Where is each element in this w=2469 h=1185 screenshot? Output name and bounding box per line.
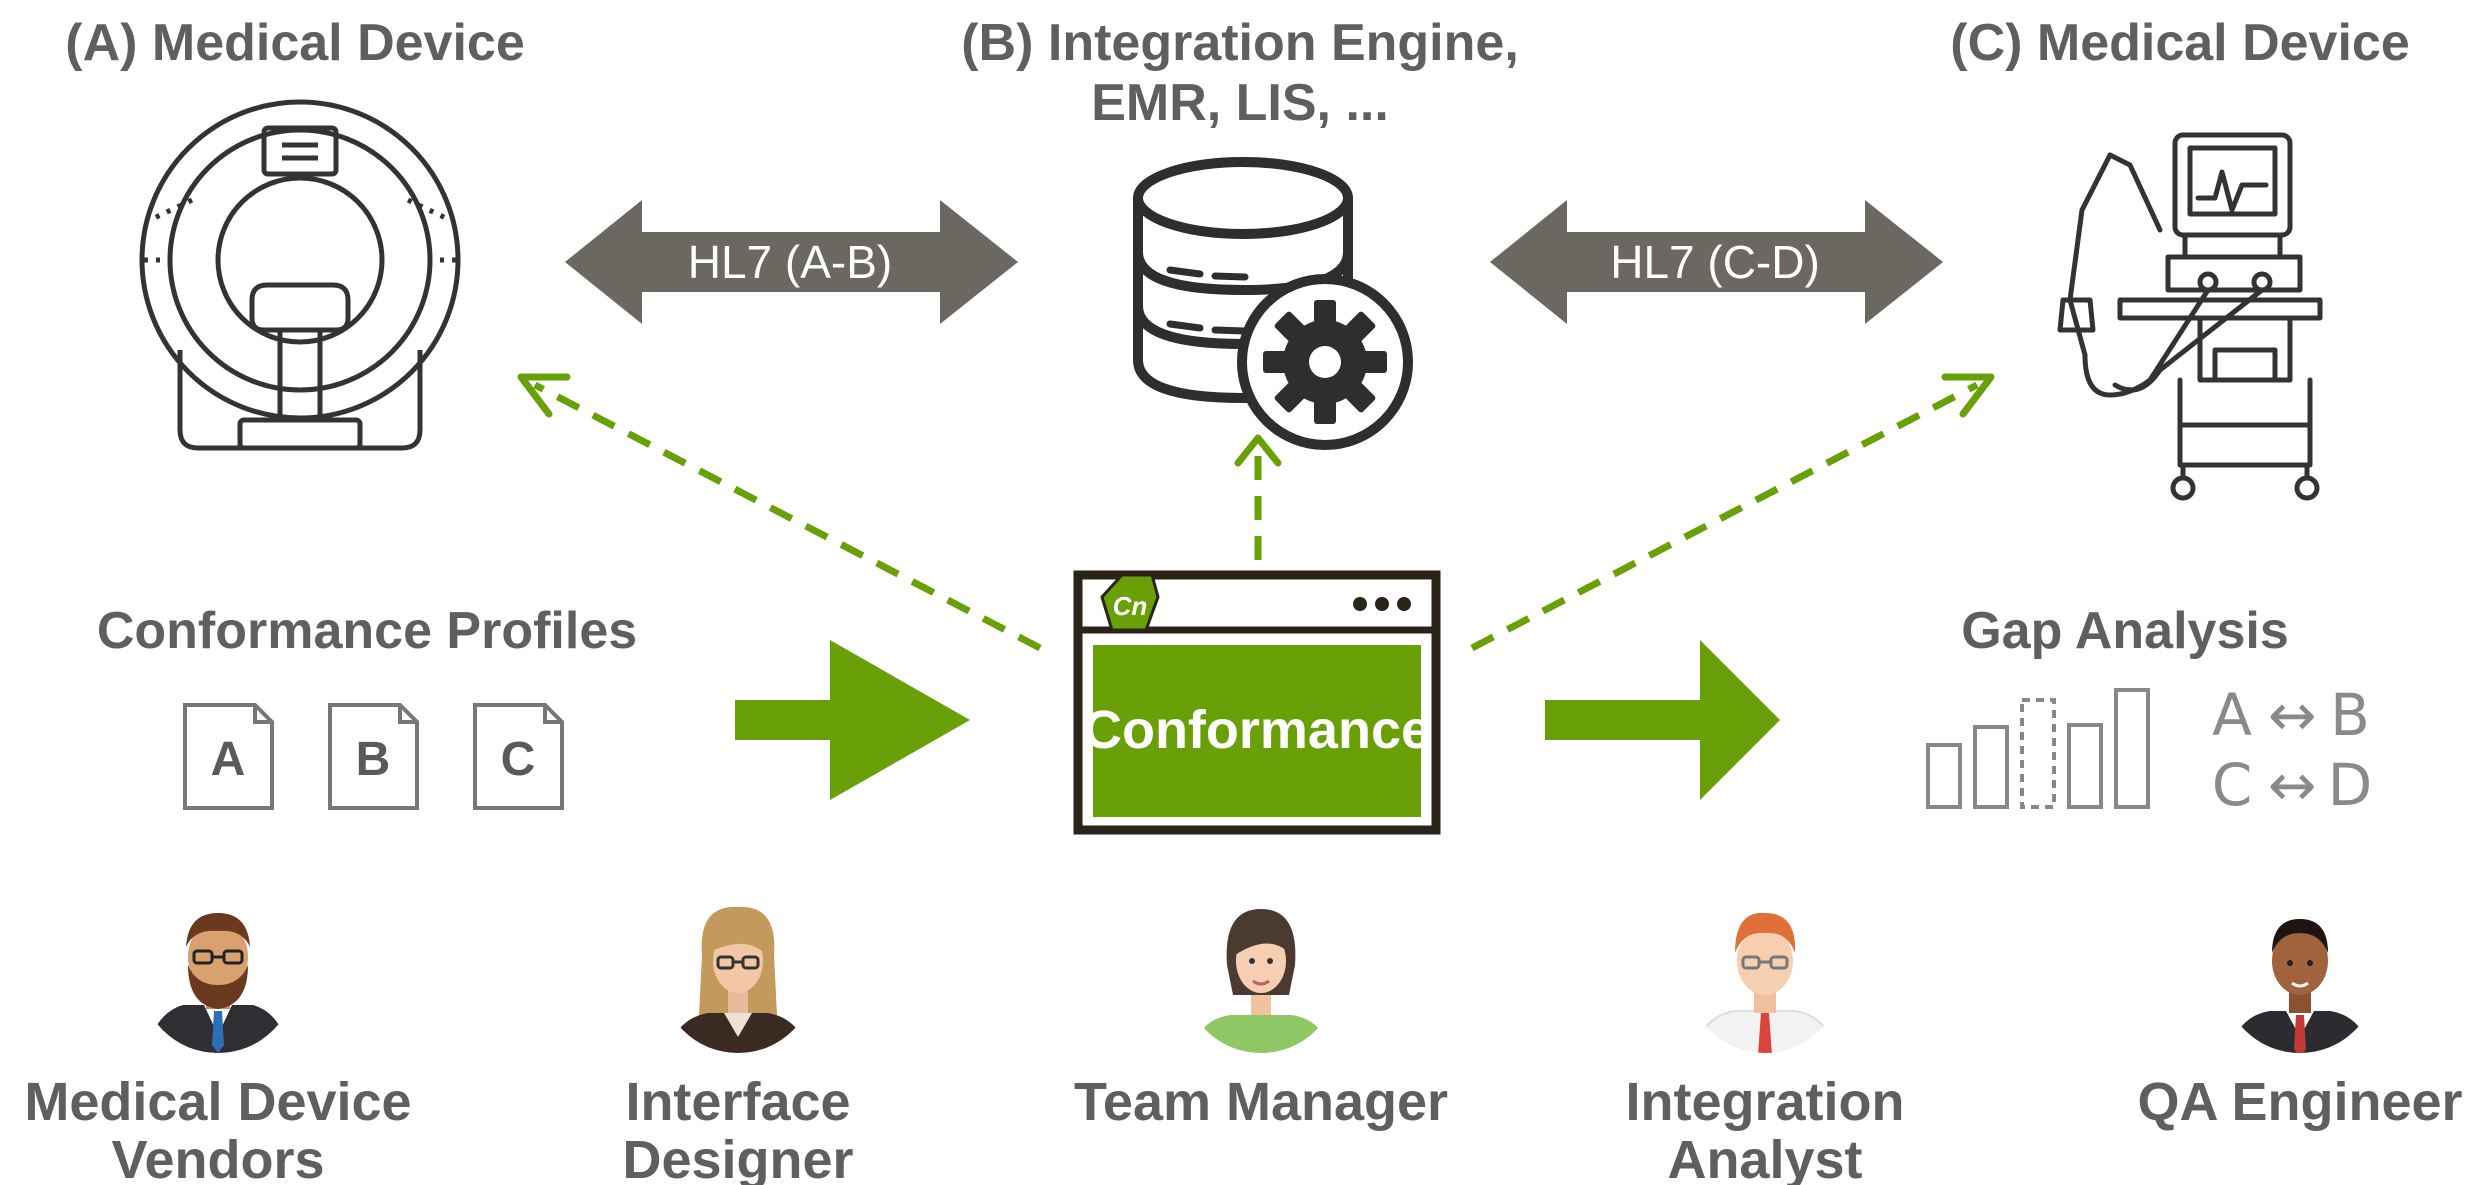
- gap-pair-ab: A ↔ B: [2212, 681, 2370, 749]
- role-analyst-line2: Analyst: [1667, 1130, 1862, 1185]
- role-analyst-line1: Integration: [1626, 1072, 1905, 1132]
- double-arrow-ab: [565, 200, 1018, 324]
- gap-pair-cd-right: D: [2328, 751, 2373, 819]
- gap-pair-cd: C ↔ D: [2212, 751, 2373, 819]
- profile-doc-b-label: B: [356, 733, 391, 786]
- gap-pair-cd-arrow: ↔: [2268, 751, 2317, 819]
- hl7-ab-link: HL7 (A-B): [565, 200, 1018, 324]
- gap-pair-ab-right: B: [2330, 681, 2370, 749]
- profile-doc-b[interactable]: B: [328, 703, 419, 810]
- arrowhead-b: [1234, 434, 1282, 467]
- role-vendor-line2: Vendors: [111, 1130, 324, 1185]
- hl7-cd-label: HL7 (C-D): [1610, 236, 1820, 288]
- avatar-vendor: [140, 897, 296, 1053]
- profile-doc-a[interactable]: A: [183, 703, 274, 810]
- cn-logo-text: Cn: [1113, 591, 1148, 621]
- arrowhead-c: [1941, 373, 1995, 418]
- hl7-cd-link: HL7 (C-D): [1490, 200, 1943, 324]
- gap-pair-ab-arrow: ↔: [2268, 681, 2317, 749]
- role-qa-engineer: QA Engineer: [2137, 1072, 2462, 1132]
- arrow-to-profiles: [735, 640, 970, 800]
- ventilator-icon: [2057, 132, 2323, 501]
- dashed-arrow-to-a: [533, 381, 1042, 652]
- arrow-to-gap-analysis: [1545, 640, 1780, 800]
- conformance-label: Conformance: [1083, 700, 1431, 760]
- device-c-title: (C) Medical Device: [1950, 14, 2410, 72]
- conformance-links: [533, 381, 1979, 652]
- gap-pair-cd-left: C: [2212, 751, 2253, 819]
- engine-title-line2: EMR, LIS, ...: [1091, 74, 1389, 132]
- bar-chart-icon: [1926, 688, 2150, 809]
- profiles-title: Conformance Profiles: [97, 602, 637, 660]
- double-arrow-cd: [1490, 200, 1943, 324]
- gap-pair-ab-left: A: [2212, 681, 2252, 749]
- cn-logo-icon: Cn: [1100, 573, 1160, 632]
- browser-window-icon: Conformance Cn: [1073, 570, 1441, 835]
- engine-title-line1: (B) Integration Engine,: [961, 14, 1519, 72]
- role-vendor-line1: Medical Device: [24, 1072, 411, 1132]
- avatar-designer: [660, 897, 816, 1053]
- device-a-title: (A) Medical Device: [65, 14, 525, 72]
- avatar-qa-engineer: [2222, 897, 2378, 1053]
- mri-scanner-icon: [139, 99, 461, 451]
- avatar-integration-analyst: [1687, 897, 1843, 1053]
- database-gear-icon: [1133, 157, 1413, 450]
- role-designer-line2: Designer: [622, 1130, 853, 1185]
- role-designer-line1: Interface: [625, 1072, 850, 1132]
- gap-analysis-title: Gap Analysis: [1961, 602, 2289, 660]
- profile-doc-a-label: A: [211, 733, 246, 786]
- conformance-panel[interactable]: [1093, 645, 1421, 817]
- profile-doc-c-label: C: [501, 733, 536, 786]
- avatar-team-manager: [1183, 897, 1339, 1053]
- dashed-arrow-to-c: [1470, 381, 1979, 652]
- arrowhead-a: [517, 373, 571, 418]
- role-team-manager: Team Manager: [1074, 1072, 1448, 1132]
- hl7-ab-label: HL7 (A-B): [688, 236, 892, 288]
- profile-doc-c[interactable]: C: [473, 703, 564, 810]
